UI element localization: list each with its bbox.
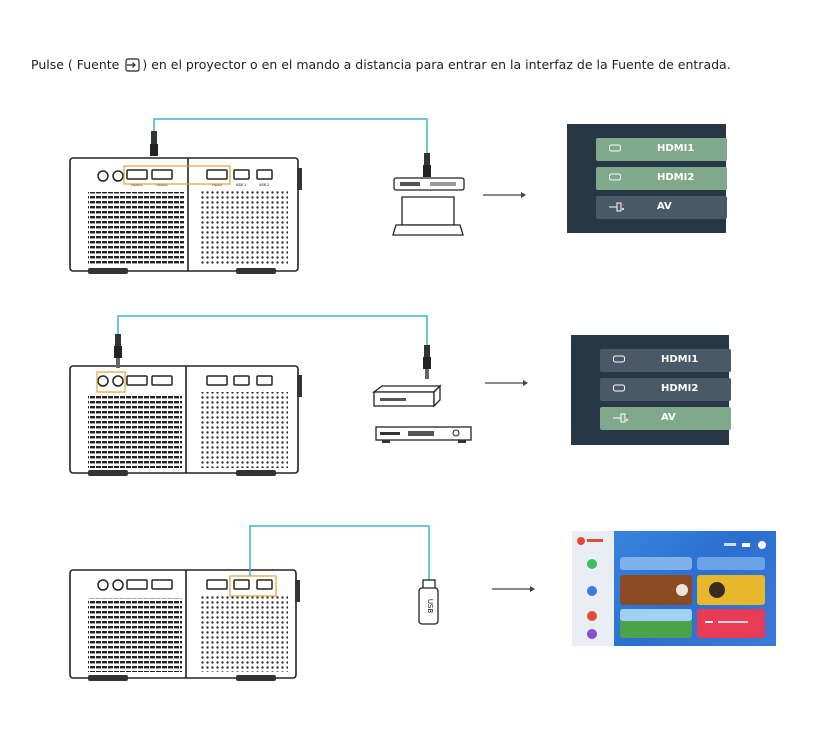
menu1-item-hdmi2[interactable]: HDMI2	[596, 167, 727, 190]
home-tile[interactable]	[620, 557, 692, 570]
hdmi-icon	[609, 173, 621, 181]
projector-1: HDMI1 HDMI2 HDMI USB 1 USB 2	[70, 158, 302, 274]
menu-item-label: AV	[657, 201, 672, 212]
projector-3	[70, 570, 300, 681]
home-tile[interactable]	[697, 609, 765, 638]
wifi-icon	[742, 543, 750, 547]
arrow-2	[485, 380, 528, 386]
av-icon	[613, 413, 629, 423]
menu2-item-av[interactable]: AV	[600, 407, 731, 430]
hdmi-icon	[609, 144, 621, 152]
projector-home-screen	[572, 531, 776, 646]
home-app-icon[interactable]	[587, 629, 597, 639]
hdmi-icon	[613, 384, 625, 392]
usb-stick: USB	[419, 580, 438, 624]
source-menu-1: HDMI1 HDMI2 AV	[567, 124, 726, 233]
home-app-icon[interactable]	[587, 586, 597, 596]
av-icon	[609, 202, 625, 212]
menu-item-label: HDMI1	[661, 354, 698, 365]
source-menu-2: HDMI1 HDMI2 AV	[571, 335, 729, 445]
arrow-1	[483, 192, 526, 198]
menu2-item-hdmi2[interactable]: HDMI2	[600, 378, 731, 401]
projector-2	[70, 366, 302, 476]
home-app-icon[interactable]	[587, 611, 597, 621]
port-label-usb1: USB 1	[236, 183, 247, 187]
menu-item-label: HDMI2	[661, 383, 698, 394]
arrow-3	[492, 586, 535, 592]
menu-item-label: AV	[661, 412, 676, 423]
home-tile[interactable]	[697, 557, 765, 570]
menu2-item-hdmi1[interactable]: HDMI1	[600, 349, 731, 372]
home-app-icon[interactable]	[587, 559, 597, 569]
port-label-usb2: USB 2	[259, 183, 270, 187]
usb-label: USB	[426, 599, 434, 614]
menu1-item-av[interactable]: AV	[596, 196, 727, 219]
menu-item-label: HDMI2	[657, 172, 694, 183]
dvd-players	[374, 386, 471, 443]
laptop-device	[393, 178, 464, 235]
settings-icon[interactable]	[758, 541, 766, 549]
hdmi-icon	[613, 355, 625, 363]
menu1-item-hdmi1[interactable]: HDMI1	[596, 138, 727, 161]
menu-item-label: HDMI1	[657, 143, 694, 154]
home-tile[interactable]	[697, 575, 765, 605]
